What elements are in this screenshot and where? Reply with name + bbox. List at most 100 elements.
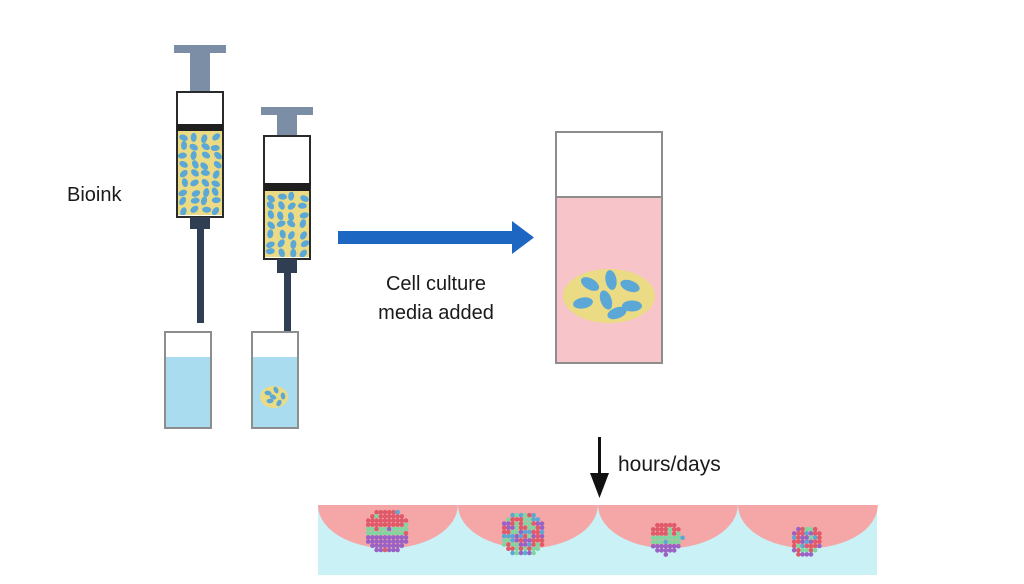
spheroid-cell [531,521,536,526]
spheroid-cell [527,533,532,539]
spheroid-cell [527,550,532,556]
spheroid-cell [378,522,384,528]
cell [288,191,295,201]
spheroid-cell [539,529,545,535]
spheroid-cell [539,542,545,547]
spheroid-cell [671,543,677,549]
spheroid-cell [378,518,384,523]
spheroid-cell [676,535,681,541]
spheroid-cell [659,548,664,553]
spheroid-cell [518,517,524,522]
spheroid-cell [374,522,379,528]
spheroid-cell [510,533,515,539]
spheroid-cell [518,525,524,531]
spheroid-cell [522,525,528,531]
cell [273,386,279,394]
spheroid-cell [518,533,524,539]
spheroid-cell [514,550,520,556]
spheroid-cell [676,531,681,536]
spheroid-cell [808,526,814,532]
spheroid-cell [539,525,545,531]
spheroid-cell [522,533,528,539]
spheroid-cell [403,539,409,544]
droplet-cells [264,386,286,407]
spheroid-cell [395,518,400,523]
spheroid-cell [403,530,409,536]
spheroid-cell [655,531,660,536]
spheroid-cell [514,542,520,547]
spheroid-cell [510,529,515,535]
spheroid-cell [812,543,818,549]
cell [299,249,307,257]
spheroid-cell [374,547,379,553]
spheroid-cell [522,538,528,543]
spheroid-cell [650,539,656,545]
spheroid-cell [539,533,545,539]
spheroid-cell [676,539,681,545]
spheroid-cell [531,546,536,552]
cell [267,194,275,203]
spheroid-cell [382,547,388,553]
spheroid-cell [510,512,515,518]
spheroid-cell [791,531,797,536]
spheroid-cell [374,514,379,519]
spheroid-cell [539,538,545,543]
spheroid-cell [800,543,805,549]
cell [278,201,285,210]
spheroid-cell [386,514,392,519]
culture-beaker [555,131,663,364]
spheroid-cell [399,535,405,540]
cell [299,212,309,219]
cell [190,151,197,160]
cell [211,197,221,204]
time-label: hours/days [618,453,721,476]
spheroid-cell [370,539,375,544]
spheroid-cell [391,535,396,540]
spheroid-cell [391,514,396,519]
spheroid-cell [800,531,805,536]
cell [290,240,297,249]
cell [607,306,627,320]
spheroid-cell [527,525,532,531]
spheroid-cell [395,530,400,536]
spheroid-cell [382,514,388,519]
spheroid-cell [374,518,379,523]
spheroid-cell [671,531,677,536]
cell [201,178,210,187]
spheroid-cell [817,531,822,536]
spheroid-cell [374,509,379,515]
cell [214,151,222,160]
spheroid-cell [395,522,400,528]
spheroid-cell [399,530,405,536]
spheroid-cell [800,547,805,553]
cell [178,152,187,159]
cell [290,248,297,257]
spheroid-cell [791,547,797,553]
spheroid-cell [386,535,392,540]
spheroid-cell [800,539,805,545]
spheroid-cell [663,535,669,541]
spheroid-cell [365,522,371,528]
spheroid-cell [501,542,507,547]
media-label-line-2: media added [378,302,494,324]
spheroid-cell [391,526,396,532]
spheroid-cell [399,518,405,523]
spheroid-cell [391,543,396,549]
spheroid-cell [804,543,810,549]
spheroid-cell [514,517,520,522]
cell [211,187,219,196]
cell [287,220,296,228]
spheroid-cell [386,547,392,553]
cell [266,398,274,404]
spheroid-cell [808,531,814,536]
spheroid-cell [817,535,822,540]
spheroid-cell [527,542,532,547]
spheroid-cell [791,543,797,549]
cell [277,211,284,221]
spheroid-cell [378,530,384,536]
spheroid-cell [671,548,677,553]
cell [180,207,187,215]
spheroid-cell [370,522,375,528]
cell [211,207,220,215]
spheroid-cell [510,550,515,556]
